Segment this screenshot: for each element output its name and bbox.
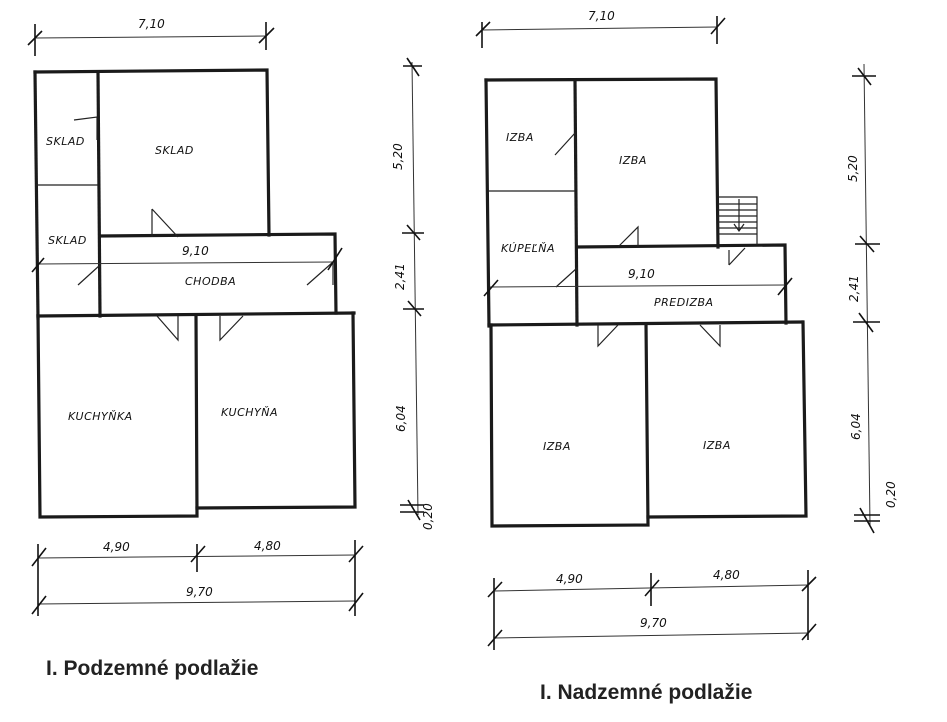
dim-vertical-3: 6,04 <box>849 413 863 440</box>
dim-vertical-1: 5,20 <box>391 143 405 170</box>
dim-bottom-total: 9,70 <box>640 616 667 630</box>
room-label: IZBA <box>543 440 571 453</box>
dim-corridor: 9,10 <box>628 267 655 281</box>
room-label: SKLAD <box>48 234 87 247</box>
room-label: IZBA <box>619 154 647 167</box>
dim-vertical-1: 5,20 <box>846 155 860 182</box>
room-label: KUCHYŇKA <box>68 410 133 423</box>
room-label: SKLAD <box>155 144 194 157</box>
dim-vertical-2: 2,41 <box>847 275 861 302</box>
basement-plan: 7,10 9,10 SKLAD SKLAD <box>27 17 435 616</box>
dim-bottom-right: 4,80 <box>713 568 740 582</box>
ground-bottom-dimensions: 4,90 4,80 9,70 <box>487 568 817 650</box>
room-label: PREDIZBA <box>654 296 714 309</box>
dim-vertical-2: 2,41 <box>393 263 407 290</box>
ground-plan-title: I. Nadzemné podlažie <box>540 681 753 704</box>
room-label: KUCHYŇA <box>221 406 278 419</box>
room-label: KÚPEĽŇA <box>501 242 555 255</box>
basement-walls <box>33 68 357 519</box>
room-label: IZBA <box>703 439 731 452</box>
dim-top-width: 7,10 <box>138 17 165 31</box>
dim-vertical-4: 0,20 <box>421 503 435 530</box>
stairs-icon <box>718 196 758 245</box>
basement-bottom-dimensions: 4,90 4,80 9,70 <box>31 539 364 616</box>
dim-vertical-3: 6,04 <box>394 405 408 432</box>
dim-vertical-4: 0,20 <box>884 481 898 508</box>
room-label: IZBA <box>506 131 534 144</box>
dim-bottom-left: 4,90 <box>556 572 583 586</box>
room-label: CHODBA <box>185 275 236 288</box>
basement-plan-title: I. Podzemné podlažie <box>46 657 259 680</box>
dim-corridor: 9,10 <box>182 244 209 258</box>
dim-top-width: 7,10 <box>588 9 615 23</box>
ground-top-dimension: 7,10 <box>475 9 726 48</box>
ground-plan: 7,10 <box>475 9 898 650</box>
basement-top-dimension: 7,10 <box>27 17 275 56</box>
dim-bottom-right: 4,80 <box>254 539 281 553</box>
dim-bottom-total: 9,70 <box>186 585 213 599</box>
basement-vertical-dimensions: 5,20 2,41 6,04 0,20 <box>391 57 435 530</box>
dim-bottom-left: 4,90 <box>103 540 130 554</box>
ground-walls <box>484 77 808 528</box>
room-label: SKLAD <box>46 135 85 148</box>
ground-vertical-dimensions: 5,20 2,41 6,04 0,20 <box>846 63 898 534</box>
